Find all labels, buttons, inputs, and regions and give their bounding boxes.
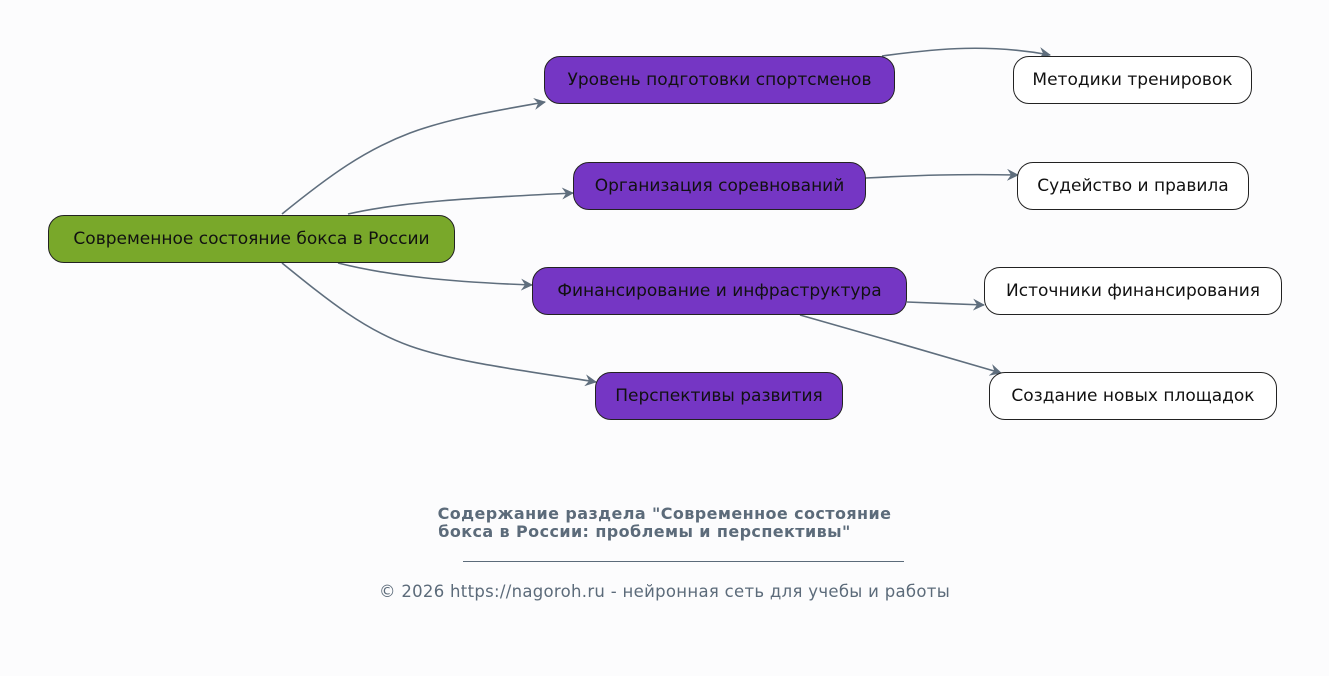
root-node[interactable]: Современное состояние бокса в России [48, 215, 455, 263]
edge-b3-to-l4 [799, 314, 1002, 376]
branch-node-label: Уровень подготовки спортсменов [567, 70, 872, 90]
copyright-footer: © 2026 https://nagoroh.ru - нейронная се… [378, 582, 951, 601]
leaf-node-label: Создание новых площадок [1011, 386, 1255, 406]
edge-b3-to-l3 [906, 298, 985, 311]
edge-root-to-b3 [337, 262, 533, 291]
branch-node-label: Финансирование и инфраструктура [557, 281, 882, 301]
edge-b2-to-l2 [865, 168, 1019, 181]
leaf-node-training-methods[interactable]: Методики тренировок [1013, 56, 1252, 104]
leaf-node-new-venues[interactable]: Создание новых площадок [989, 372, 1277, 420]
diagram-title-line-2: бокса в России: проблемы и перспективы" [438, 522, 851, 541]
branch-node-athlete-training[interactable]: Уровень подготовки спортсменов [544, 56, 895, 104]
leaf-node-label: Источники финансирования [1006, 281, 1260, 301]
root-node-label: Современное состояние бокса в России [73, 229, 430, 249]
branch-node-label: Перспективы развития [615, 386, 823, 406]
leaf-node-judging-rules[interactable]: Судейство и правила [1017, 162, 1249, 210]
edge-root-to-b1 [281, 98, 546, 215]
edge-b1-to-l1 [881, 47, 1051, 59]
edge-root-to-b2 [347, 187, 574, 215]
edge-root-to-b4 [281, 262, 597, 387]
diagram-title: Содержание раздела "Современное состояни… [0, 505, 1329, 541]
leaf-node-label: Методики тренировок [1032, 70, 1233, 90]
leaf-node-funding-sources[interactable]: Источники финансирования [984, 267, 1282, 315]
branch-node-competitions[interactable]: Организация соревнований [573, 162, 866, 210]
caption-divider [463, 561, 904, 562]
leaf-node-label: Судейство и правила [1037, 176, 1229, 196]
branch-node-prospects[interactable]: Перспективы развития [595, 372, 843, 420]
branch-node-financing[interactable]: Финансирование и инфраструктура [532, 267, 907, 315]
diagram-title-line-1: Содержание раздела "Современное состояни… [437, 504, 892, 523]
branch-node-label: Организация соревнований [594, 176, 845, 196]
